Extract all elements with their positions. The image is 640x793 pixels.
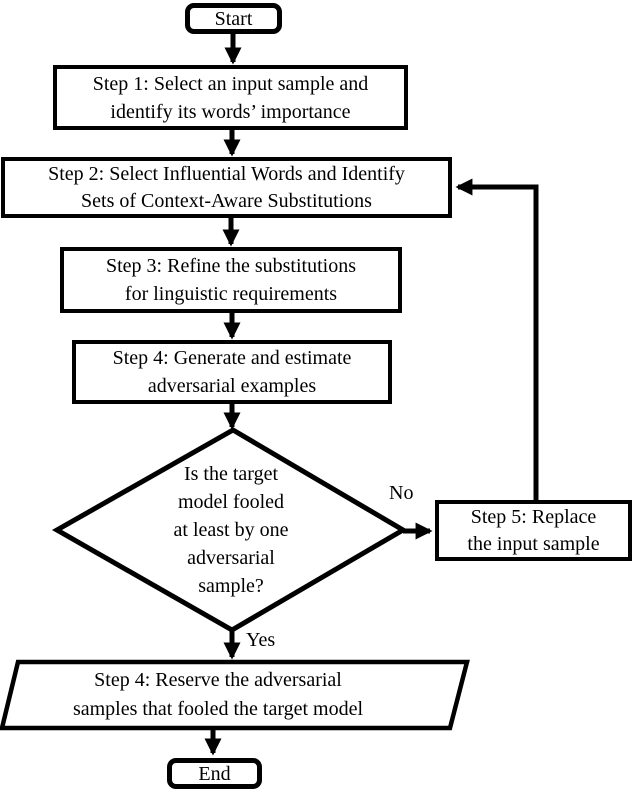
end-terminal: End [167, 758, 262, 789]
step2-process-box: Step 2: Select Influential Words and Ide… [1, 157, 452, 218]
reserve-line1: Step 4: Reserve the adversarial [94, 669, 342, 691]
step5-process-box: Step 5: Replace the input sample [435, 500, 632, 561]
reserve-parallelogram-shape [0, 659, 470, 731]
decision-diamond-text: Is the target model fooled at least by o… [121, 460, 341, 600]
decision-line4: adversarial [187, 547, 275, 569]
decision-line3: at least by one [173, 519, 289, 541]
step3-line1: Step 3: Refine the substitutions [106, 255, 356, 277]
step1-line1: Step 1: Select an input sample and [92, 72, 369, 95]
step3-process-box: Step 3: Refine the substitutions for lin… [60, 247, 402, 313]
step5-line1: Step 5: Replace [470, 505, 597, 528]
no-edge-label: No [389, 482, 414, 504]
decision-line5: sample? [198, 575, 264, 597]
step4-line1: Step 4: Generate and estimate [112, 347, 352, 369]
step1-line2: identify its words’ importance [110, 100, 351, 123]
feedback-arrow-step5-to-step2 [455, 178, 539, 500]
step4-line2: adversarial examples [147, 375, 317, 397]
end-label: End [198, 762, 231, 785]
step3-line2: for linguistic requirements [124, 283, 338, 305]
decision-line1: Is the target [183, 463, 279, 485]
yes-edge-label: Yes [246, 629, 276, 651]
decision-diamond-shape [51, 427, 408, 633]
decision-line2: model fooled [177, 491, 285, 513]
step5-line2: the input sample [467, 532, 600, 555]
reserve-line2: samples that fooled the target model [72, 698, 364, 720]
start-terminal: Start [185, 3, 282, 34]
start-label: Start [214, 7, 253, 30]
step4-process-box: Step 4: Generate and estimate adversaria… [72, 340, 392, 404]
step2-line1: Step 2: Select Influential Words and Ide… [48, 162, 405, 185]
step1-process-box: Step 1: Select an input sample and ident… [53, 65, 408, 130]
step2-line2: Sets of Context-Aware Substitutions [81, 189, 372, 212]
reserve-parallelogram-text: Step 4: Reserve the adversarial samples … [13, 666, 423, 724]
